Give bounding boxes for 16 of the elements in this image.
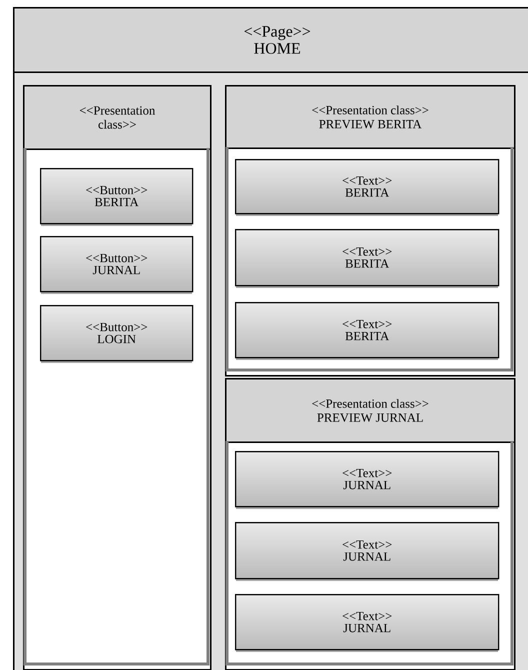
element-box: <<Text>> JURNAL: [235, 451, 500, 509]
element-box: <<Button>> LOGIN: [40, 305, 194, 363]
node-label: <<Presentation class>>: [312, 106, 428, 114]
node-label: <<Presentation class>>: [312, 399, 428, 408]
element-box: <<Text>> JURNAL: [235, 594, 500, 652]
element-box: <<Button>> BERITA: [40, 168, 194, 226]
node-label: PREVIEW JURNAL: [317, 413, 423, 422]
element-box: <<Text>> BERITA: [235, 302, 500, 360]
node-label: HOME: [254, 43, 300, 54]
element-box: <<Text>> BERITA: [235, 159, 500, 216]
node-label: <<Presentation class>>: [80, 106, 156, 129]
element-box: <<Button>> JURNAL: [40, 236, 194, 294]
node-label: <<Page>>: [244, 26, 310, 40]
element-box: <<Text>> JURNAL: [235, 522, 500, 581]
element-box: <<Text>> BERITA: [235, 229, 500, 288]
node-label: PREVIEW BERITA: [319, 120, 422, 128]
